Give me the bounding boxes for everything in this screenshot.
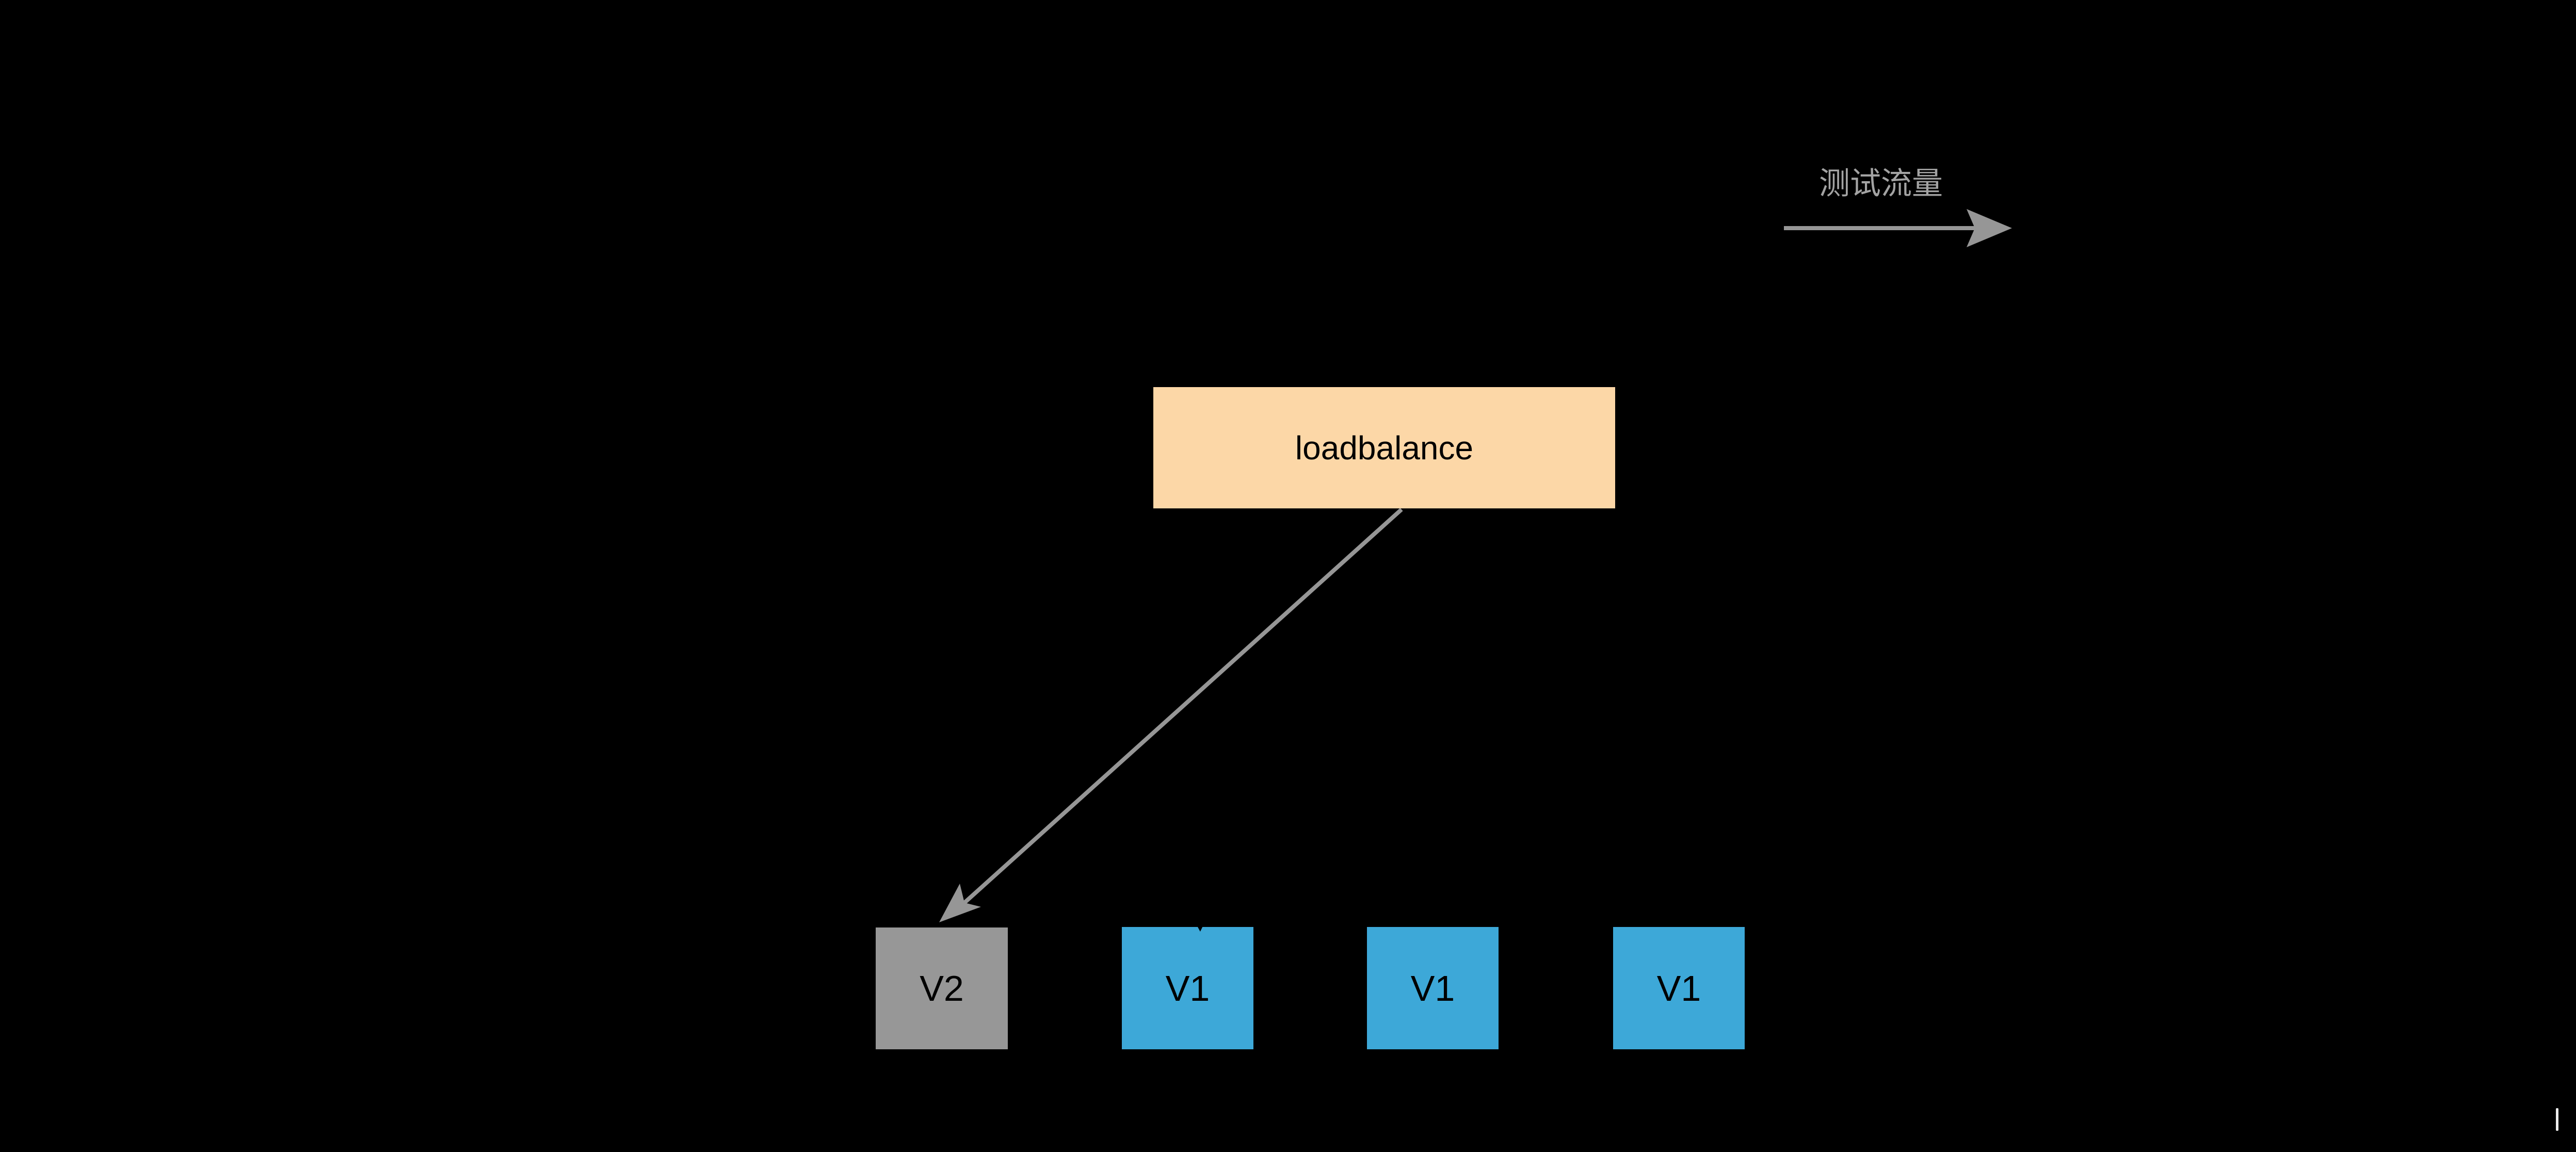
traffic-arrowhead: [1967, 209, 2012, 247]
node-loadbalance-label: loadbalance: [1295, 429, 1474, 467]
text-cursor: [2556, 1108, 2558, 1131]
edge-loadbalance-to-v2[interactable]: [919, 495, 1435, 950]
node-v2-label: V2: [920, 968, 964, 1009]
node-v1-third-label: V1: [1656, 968, 1701, 1009]
node-loadbalance[interactable]: loadbalance: [1153, 387, 1615, 508]
node-v1-second[interactable]: V1: [1367, 927, 1499, 1049]
traffic-arrow-icon[interactable]: [1775, 196, 2023, 263]
node-v1-third[interactable]: V1: [1613, 927, 1745, 1049]
edge-arrowhead-down-left-icon: [939, 884, 981, 922]
edge-shaft: [963, 508, 1403, 904]
node-v1-first-label: V1: [1165, 968, 1210, 1009]
node-v1-first[interactable]: V1: [1122, 927, 1253, 1049]
node-v1-second-label: V1: [1410, 968, 1455, 1009]
traffic-annotation-label[interactable]: 测试流量: [1819, 166, 1943, 201]
node-v2[interactable]: V2: [876, 927, 1008, 1049]
